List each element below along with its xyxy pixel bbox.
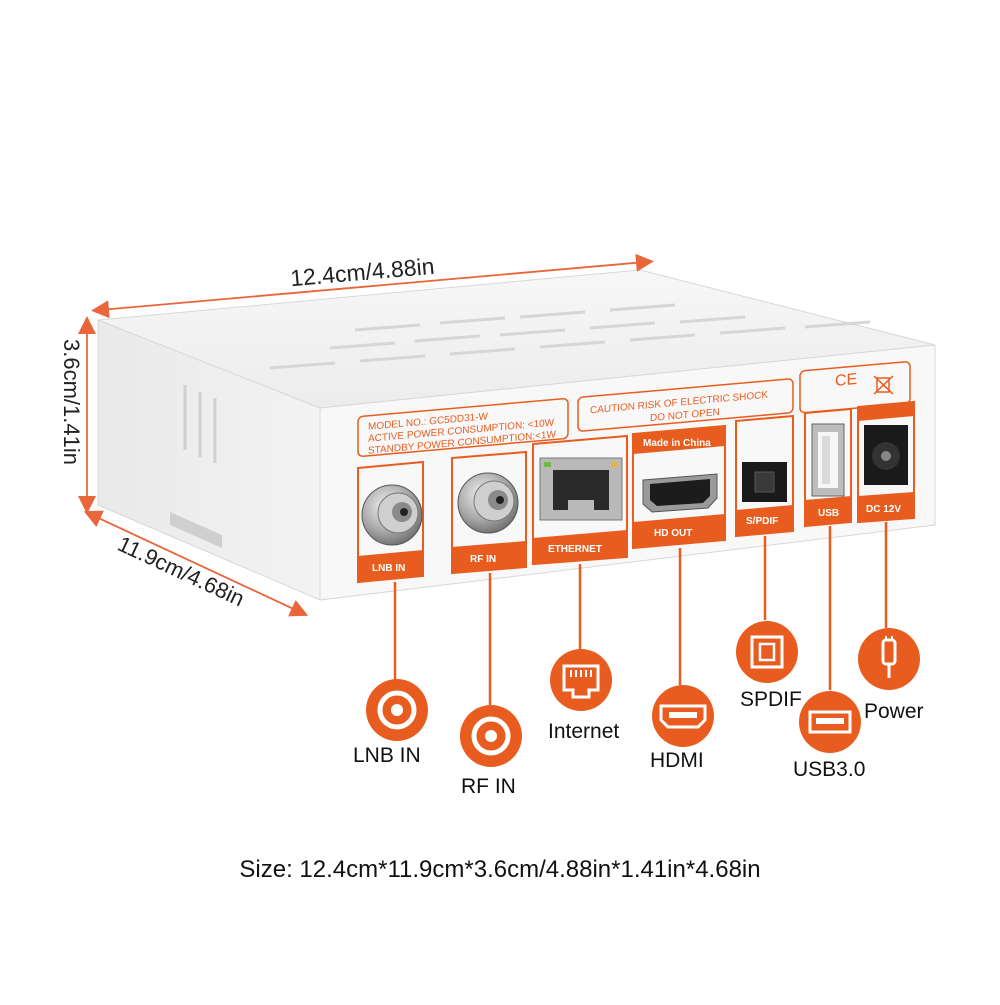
width-dimension: 12.4cm/4.88in	[289, 253, 435, 291]
hdout-port-label: HD OUT	[654, 528, 692, 539]
hdmi-icon	[652, 685, 714, 747]
ethernet-port-label: ETHERNET	[548, 544, 602, 555]
depth-arrow	[83, 510, 309, 617]
lnb-connector	[361, 484, 423, 546]
rf-coax-icon	[460, 705, 522, 767]
optical-icon	[736, 621, 798, 683]
usb-callout-label: USB3.0	[793, 758, 866, 781]
spdif-jack	[742, 462, 787, 502]
hdmi-jack	[642, 473, 718, 513]
width-arrow	[91, 253, 654, 319]
usb-icon	[799, 691, 861, 753]
made-in-label: Made in China	[643, 438, 711, 449]
hdmi-callout-label: HDMI	[650, 749, 704, 772]
size-caption: Size: 12.4cm*11.9cm*3.6cm/4.88in*1.41in*…	[239, 856, 761, 883]
usb-port-label: USB	[818, 508, 839, 519]
ce-mark: CE	[835, 370, 857, 390]
ethernet-icon	[550, 649, 612, 711]
spdif-callout-label: SPDIF	[740, 688, 802, 711]
side-vents	[183, 385, 217, 463]
height-dimension: 3.6cm/1.41in	[59, 339, 84, 465]
ethernet-jack	[539, 457, 623, 521]
power-callout-label: Power	[864, 700, 924, 723]
internet-callout-label: Internet	[548, 720, 620, 743]
usb-jack	[811, 423, 845, 497]
lnb-port-label: LNB IN	[372, 563, 405, 574]
rf-connector	[457, 472, 519, 534]
panel-labels	[357, 361, 911, 458]
rf-port-label: RF IN	[470, 554, 496, 565]
rf-callout-label: RF IN	[461, 775, 516, 798]
spdif-port-label: S/PDIF	[746, 516, 778, 527]
recycle-bin-icon	[873, 375, 894, 395]
dc-port-label: DC 12V	[866, 504, 901, 515]
dc-jack	[864, 425, 908, 485]
coax-icon	[366, 679, 428, 741]
lnb-callout-label: LNB IN	[353, 744, 421, 767]
power-icon	[858, 628, 920, 690]
